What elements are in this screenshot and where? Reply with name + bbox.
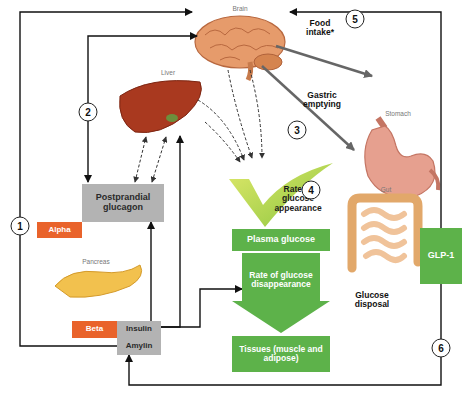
brain-stomach-arrow [262,66,354,150]
callout-number: 6 [432,339,451,358]
process-box: Tissues (muscle and adipose) [232,336,330,372]
node-text: Plasma glucose [247,235,315,245]
hormone-box: Postprandial glucagon [82,184,164,222]
process-label: Glucose disposal [346,291,398,310]
node-text: Postprandial glucagon [84,193,162,213]
gut-illustration [352,198,418,268]
hormone-box: Insulin [117,321,161,338]
organ-label: Liver [161,69,175,76]
liver-illustration [120,81,202,133]
pancreas-illustration [55,265,142,297]
feedback-line [20,12,192,346]
cell-type-box: Alpha [37,222,82,238]
brain-stomach-arrow [276,46,372,76]
connector-arrow [161,289,242,327]
dashed-arrow [205,122,240,162]
callout-number: 4 [302,181,321,200]
process-box: Plasma glucose [232,229,330,251]
node-text: Beta [86,325,103,334]
flow-arrow-outline [232,253,330,333]
insulin-liver-line [161,136,180,327]
node-text: Rate of glucose disappearance [248,271,314,290]
process-label: Gastric emptying [299,91,345,110]
cell-type-box: Beta [72,321,117,338]
dashed-arrow [250,70,262,158]
organ-label: Brain [232,5,247,12]
organ-label: Stomach [385,110,411,117]
hormone-box: GLP-1 [420,228,462,284]
connector-arrow [150,222,151,321]
brain-illustration [195,16,285,80]
callout-number: 3 [288,121,307,140]
dashed-arrow [152,137,166,182]
stomach-illustration [365,118,439,197]
callout-number: 2 [79,103,98,122]
node-text: Tissues (muscle and adipose) [238,345,324,364]
node-text: GLP-1 [428,251,455,261]
process-label: Food intake* [299,19,341,38]
glp1-brain-line [290,12,441,228]
flow-arrow: Rate of glucose disappearance [232,253,330,333]
node-text: Alpha [48,226,70,235]
hormone-box: Amylin [117,338,161,355]
callout-number: 5 [346,10,365,29]
dashed-arrow [228,70,252,158]
organ-label: Gut [381,186,391,193]
organ-label: Pancreas [82,258,109,265]
dashed-arrow [135,137,146,182]
node-text: Insulin [126,325,152,334]
callout-number: 1 [11,217,30,236]
node-text: Amylin [126,342,153,351]
